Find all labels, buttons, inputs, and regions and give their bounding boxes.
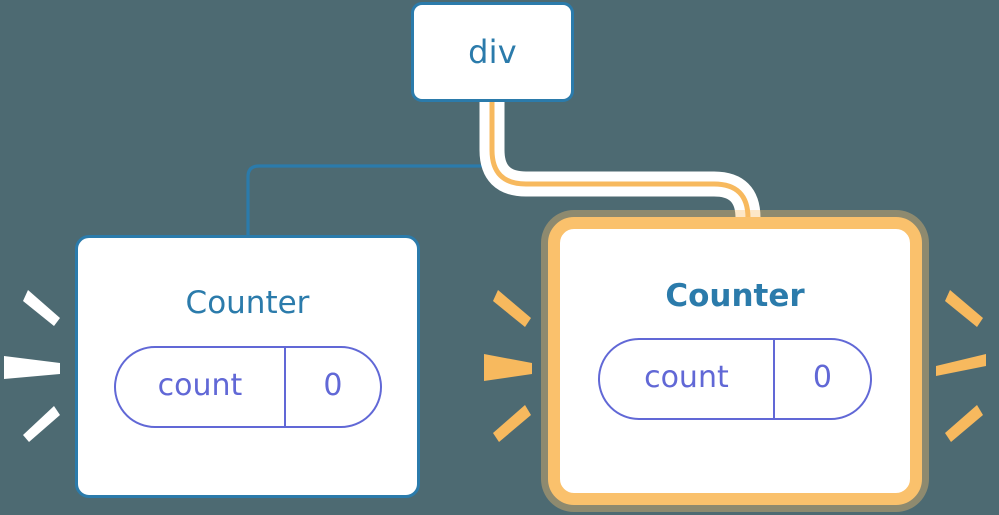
state-key-highlighted: count [600, 340, 775, 418]
node-div-label: div [468, 33, 517, 71]
state-pill-highlighted: count 0 [598, 338, 872, 420]
edge-root-to-counter-a [246, 98, 494, 238]
state-value-plain: 0 [323, 368, 343, 403]
edge-root-to-counter-b [489, 100, 751, 244]
node-counter-highlighted[interactable]: Counter count 0 [548, 217, 922, 505]
node-counter-plain-label: Counter [185, 285, 310, 321]
node-counter-highlighted-label: Counter [665, 278, 805, 314]
state-key-plain: count [116, 348, 287, 426]
state-pill-plain: count 0 [113, 346, 382, 428]
node-counter-plain[interactable]: Counter count 0 [75, 235, 420, 498]
node-div[interactable]: div [411, 2, 574, 102]
state-value-highlighted: 0 [812, 360, 832, 395]
